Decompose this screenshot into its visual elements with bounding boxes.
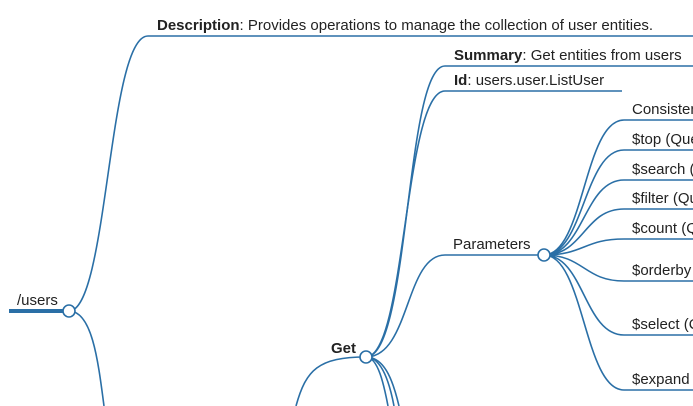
link-param-expand <box>543 254 693 391</box>
link-param-consistencylevel <box>543 119 693 256</box>
param-search-label: $search (Query) <box>632 161 693 178</box>
parameters-label[interactable]: Parameters <box>453 236 531 253</box>
link-users-to-next-branch <box>68 310 105 406</box>
id-text: Id: users.user.ListUser <box>454 72 604 89</box>
summary-sep: : <box>522 47 530 64</box>
param-expand-label: $expand (Query) <box>632 371 693 388</box>
param-count-label: $count (Query) <box>632 220 693 237</box>
link-users-to-description <box>68 35 693 312</box>
link-into-get <box>295 356 367 406</box>
get-node-toggle[interactable] <box>359 350 373 364</box>
param-top-label: $top (Query) <box>632 131 693 148</box>
root-label[interactable]: /users <box>17 292 58 309</box>
get-links <box>295 65 693 406</box>
link-param-filter <box>543 208 693 256</box>
id-sep: : <box>467 72 475 89</box>
summary-text: Summary: Get entities from users <box>454 47 682 64</box>
id-value: users.user.ListUser <box>476 72 604 89</box>
link-get-to-id <box>365 90 622 358</box>
id-key: Id <box>454 72 467 89</box>
link-get-down-2 <box>365 356 395 406</box>
description-text: Description: Provides operations to mana… <box>157 17 653 34</box>
param-select-label: $select (Query) <box>632 316 693 333</box>
link-param-select <box>543 254 693 336</box>
users-node-toggle[interactable] <box>62 304 76 318</box>
link-param-orderby <box>543 254 693 282</box>
link-param-search <box>543 179 693 256</box>
link-get-down-1 <box>365 356 389 406</box>
description-sep: : <box>240 17 248 34</box>
link-get-to-parameters <box>365 254 544 358</box>
param-orderby-label: $orderby (Query) <box>632 262 693 279</box>
parameters-node-toggle[interactable] <box>537 248 551 262</box>
summary-value: Get entities from users <box>531 47 682 64</box>
description-value: Provides operations to manage the collec… <box>248 17 653 34</box>
summary-key: Summary <box>454 47 523 64</box>
description-key: Description <box>157 17 240 34</box>
param-filter-label: $filter (Query) <box>632 190 693 207</box>
get-label[interactable]: Get <box>331 340 356 357</box>
link-param-count <box>543 238 693 256</box>
parameter-links <box>543 119 693 391</box>
link-param-top <box>543 149 693 256</box>
param-consistencylevel-label: ConsistencyLevel <box>632 101 693 118</box>
root-links <box>9 35 693 406</box>
